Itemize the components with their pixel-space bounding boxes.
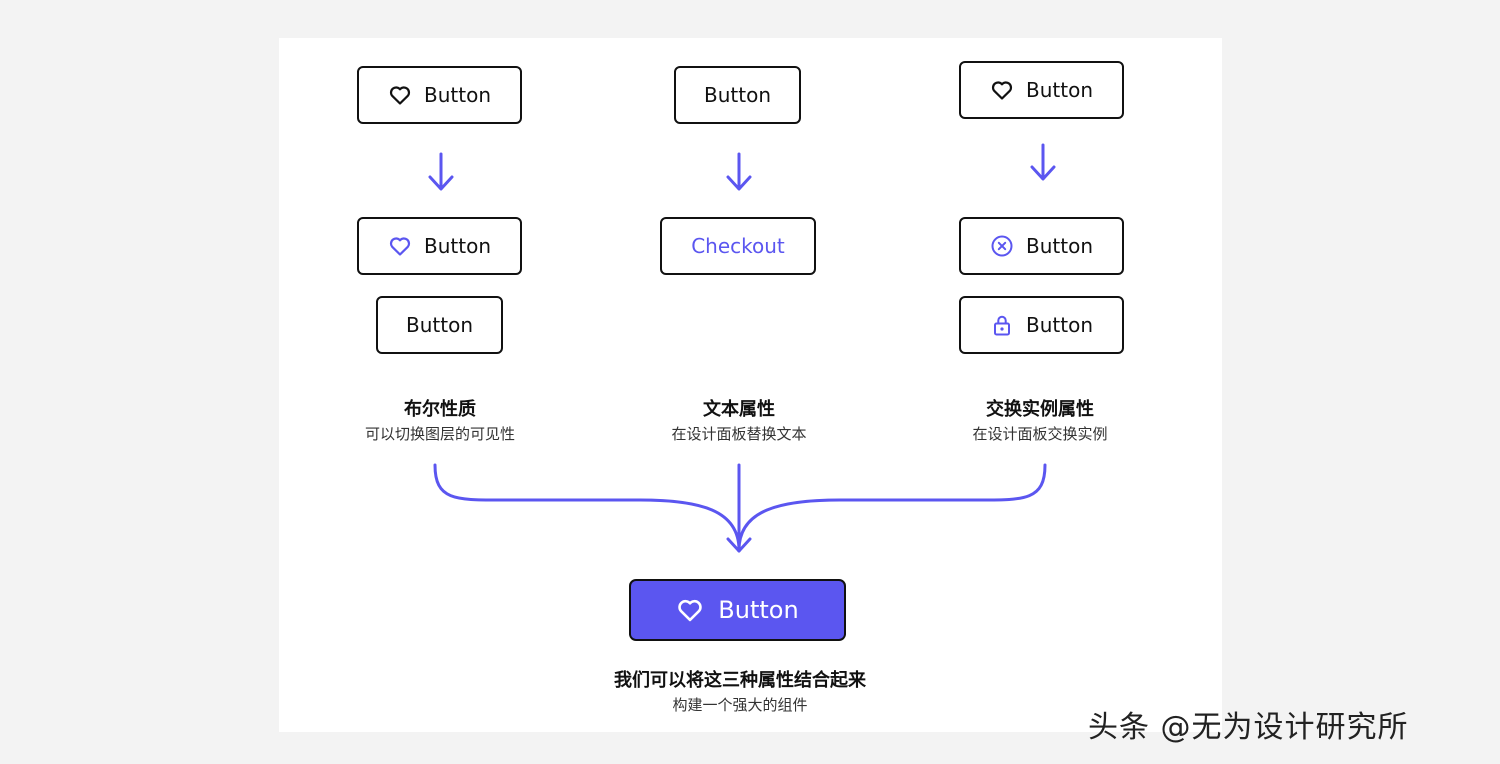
arrow-down-instance-swap: [1030, 143, 1056, 181]
variant-button-close[interactable]: Button: [959, 217, 1124, 275]
column-subtitle-instance-swap: 在设计面板交换实例: [972, 425, 1108, 443]
heart-icon: [676, 596, 704, 624]
column-subtitle-boolean: 可以切换图层的可见性: [364, 425, 515, 443]
watermark: 头条 @无为设计研究所: [1088, 710, 1409, 745]
variant-button-lock[interactable]: Button: [959, 296, 1124, 354]
variant-button-heart[interactable]: Button: [357, 217, 522, 275]
button-label: Button: [718, 596, 799, 624]
source-button-instance-swap[interactable]: Button: [959, 61, 1124, 119]
merge-connector: [433, 463, 1047, 553]
button-label: Button: [424, 234, 491, 258]
column-title-text: 文本属性: [703, 399, 775, 420]
button-label: Button: [406, 313, 473, 337]
button-label: Button: [1026, 234, 1093, 258]
combined-button[interactable]: Button: [629, 579, 846, 641]
result-title: 我们可以将这三种属性结合起来: [614, 670, 866, 691]
variant-button-checkout[interactable]: Checkout: [660, 217, 816, 275]
arrow-down-text: [726, 152, 752, 191]
variant-button-no-icon[interactable]: Button: [376, 296, 503, 354]
source-button-boolean[interactable]: Button: [357, 66, 522, 124]
lock-icon: [990, 313, 1014, 337]
column-subtitle-text: 在设计面板替换文本: [671, 425, 807, 443]
column-title-boolean: 布尔性质: [404, 399, 476, 420]
button-label: Button: [424, 83, 491, 107]
heart-icon: [388, 234, 412, 258]
arrow-down-boolean: [428, 152, 454, 191]
source-button-text[interactable]: Button: [674, 66, 801, 124]
button-label: Button: [704, 83, 771, 107]
result-subtitle: 构建一个强大的组件: [672, 696, 808, 714]
close-circle-icon: [990, 234, 1014, 258]
heart-icon: [388, 83, 412, 107]
button-label: Button: [1026, 78, 1093, 102]
column-title-instance-swap: 交换实例属性: [986, 399, 1094, 420]
button-label: Button: [1026, 313, 1093, 337]
button-label: Checkout: [691, 234, 785, 258]
heart-icon: [990, 78, 1014, 102]
